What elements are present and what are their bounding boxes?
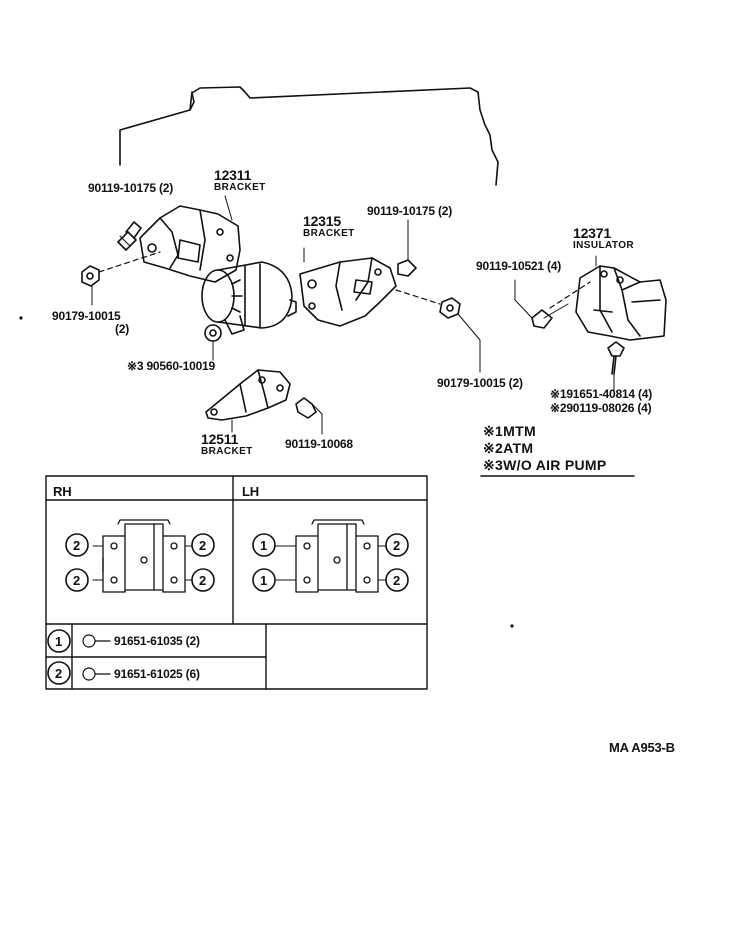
bolt-90119-10521 [514,279,569,329]
leader-line-right [549,281,591,309]
nut-90179-10015-left [81,265,100,287]
leader-line-center [395,289,441,305]
label-bolt-90119-10068: 90119-10068 [285,437,353,451]
insulator-12371 [575,255,667,341]
label-bolt-90119-10175-center: 90119-10175 (2) [367,204,453,218]
lh-circle-2-tr: 2 [393,538,401,553]
rh-circle-2-tr: 2 [199,538,207,553]
label-bolt-90119-10521: 90119-10521 (4) [476,259,562,273]
leader-line-center-label [457,313,481,373]
label-part-12371: 12371 [573,225,611,241]
note-mtm: ※1MTM [483,423,536,439]
bolt-insulator [607,341,625,391]
label-bracket-12315: BRACKET [303,228,355,239]
label-part-12311: 12311 [214,167,252,183]
note-without-air-pump: ※3W/O AIR PUMP [483,457,607,473]
table-header-lh: LH [242,484,259,499]
label-nut-90179-10015-center: 90179-10015 (2) [437,376,523,390]
label-part-12511: 12511 [201,431,239,447]
label-nut-qty-left: (2) [115,322,130,336]
label-bolt-90119-08026: ※290119-08026 (4) [550,401,652,415]
row1-part-91651-61035: 91651-61035 (2) [114,634,200,648]
bracket-12315 [299,247,397,327]
lh-bracket-drawing [275,519,387,593]
row2-part-91651-61025: 91651-61025 (6) [114,667,200,681]
drawing-code: MA A953-B [609,740,675,755]
bracket-12311 [139,205,241,283]
washer-90560-10019 [204,324,222,361]
label-bracket-12511: BRACKET [201,446,253,457]
speck [510,624,514,628]
label-nut-90179-10015-left: 90179-10015 [52,309,121,323]
engine-block-outline [119,86,499,186]
table-circles [47,533,409,685]
mounting-table-frame [45,475,428,690]
nut-90179-10015-center [439,297,461,319]
label-bolt-90119-10175-left: 90119-10175 (2) [88,181,174,195]
bracket-12511 [205,369,291,433]
leader-line-left [98,251,161,273]
bolt-90119-10175-center [397,219,417,277]
speck [19,316,23,320]
row-circle-2: 2 [55,666,63,681]
alternator [201,261,297,335]
rh-circle-2-br: 2 [199,573,207,588]
lh-circle-1-tl: 1 [260,538,268,553]
label-washer-90560-10019: ※3 90560-10019 [127,359,215,373]
label-bolt-91651-40814: ※191651-40814 (4) [550,387,653,401]
rh-bracket-drawing [92,519,193,593]
rh-circle-2-bl: 2 [73,573,81,588]
bolt-90119-10175-left [117,221,142,251]
label-part-12315: 12315 [303,213,341,229]
table-header-rh: RH [53,484,72,499]
leader-line-12311 [224,195,233,221]
label-insulator-12371: INSULATOR [573,240,635,251]
lh-circle-2-br: 2 [393,573,401,588]
row-circle-1: 1 [55,634,63,649]
lh-circle-1-bl: 1 [260,573,268,588]
rh-circle-2-tl: 2 [73,538,81,553]
bolt-90119-10068 [295,397,323,435]
label-bracket-12311: BRACKET [214,182,266,193]
note-atm: ※2ATM [483,440,534,456]
